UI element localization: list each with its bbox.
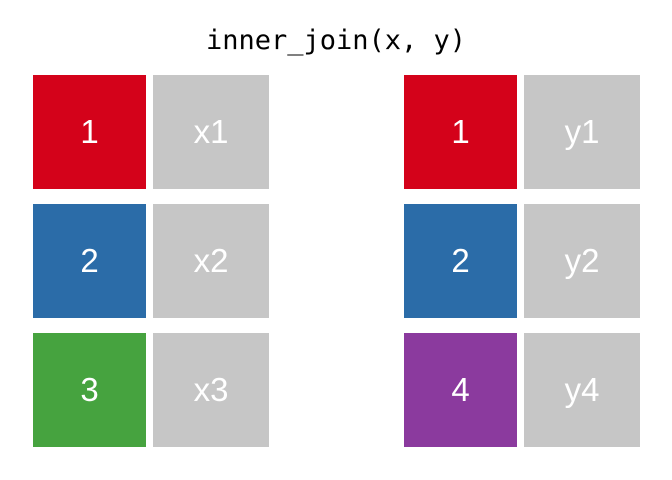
value-cell[interactable]: x1: [153, 75, 269, 189]
key-cell[interactable]: 1: [404, 75, 517, 189]
value-cell[interactable]: y4: [524, 333, 640, 447]
figure-title: inner_join(x, y): [205, 25, 467, 56]
value-cell-label: y1: [564, 112, 600, 150]
key-cell-label: 2: [80, 241, 99, 279]
value-cell-label: x2: [193, 241, 229, 279]
value-cell[interactable]: y2: [524, 204, 640, 318]
key-cell-label: 1: [80, 112, 99, 150]
key-cell[interactable]: 2: [33, 204, 146, 318]
value-cell[interactable]: y1: [524, 75, 640, 189]
key-cell[interactable]: 4: [404, 333, 517, 447]
key-cell[interactable]: 3: [33, 333, 146, 447]
key-cell-label: 4: [451, 370, 470, 408]
key-cell[interactable]: 2: [404, 204, 517, 318]
key-cell-label: 3: [80, 370, 99, 408]
value-cell-label: x1: [193, 112, 229, 150]
key-cell-label: 2: [451, 241, 470, 279]
value-cell[interactable]: x2: [153, 204, 269, 318]
value-cell-label: y4: [564, 370, 600, 408]
key-cell[interactable]: 1: [33, 75, 146, 189]
value-cell-label: y2: [564, 241, 600, 279]
value-cell[interactable]: x3: [153, 333, 269, 447]
key-cell-label: 1: [451, 112, 470, 150]
value-cell-label: x3: [193, 370, 229, 408]
